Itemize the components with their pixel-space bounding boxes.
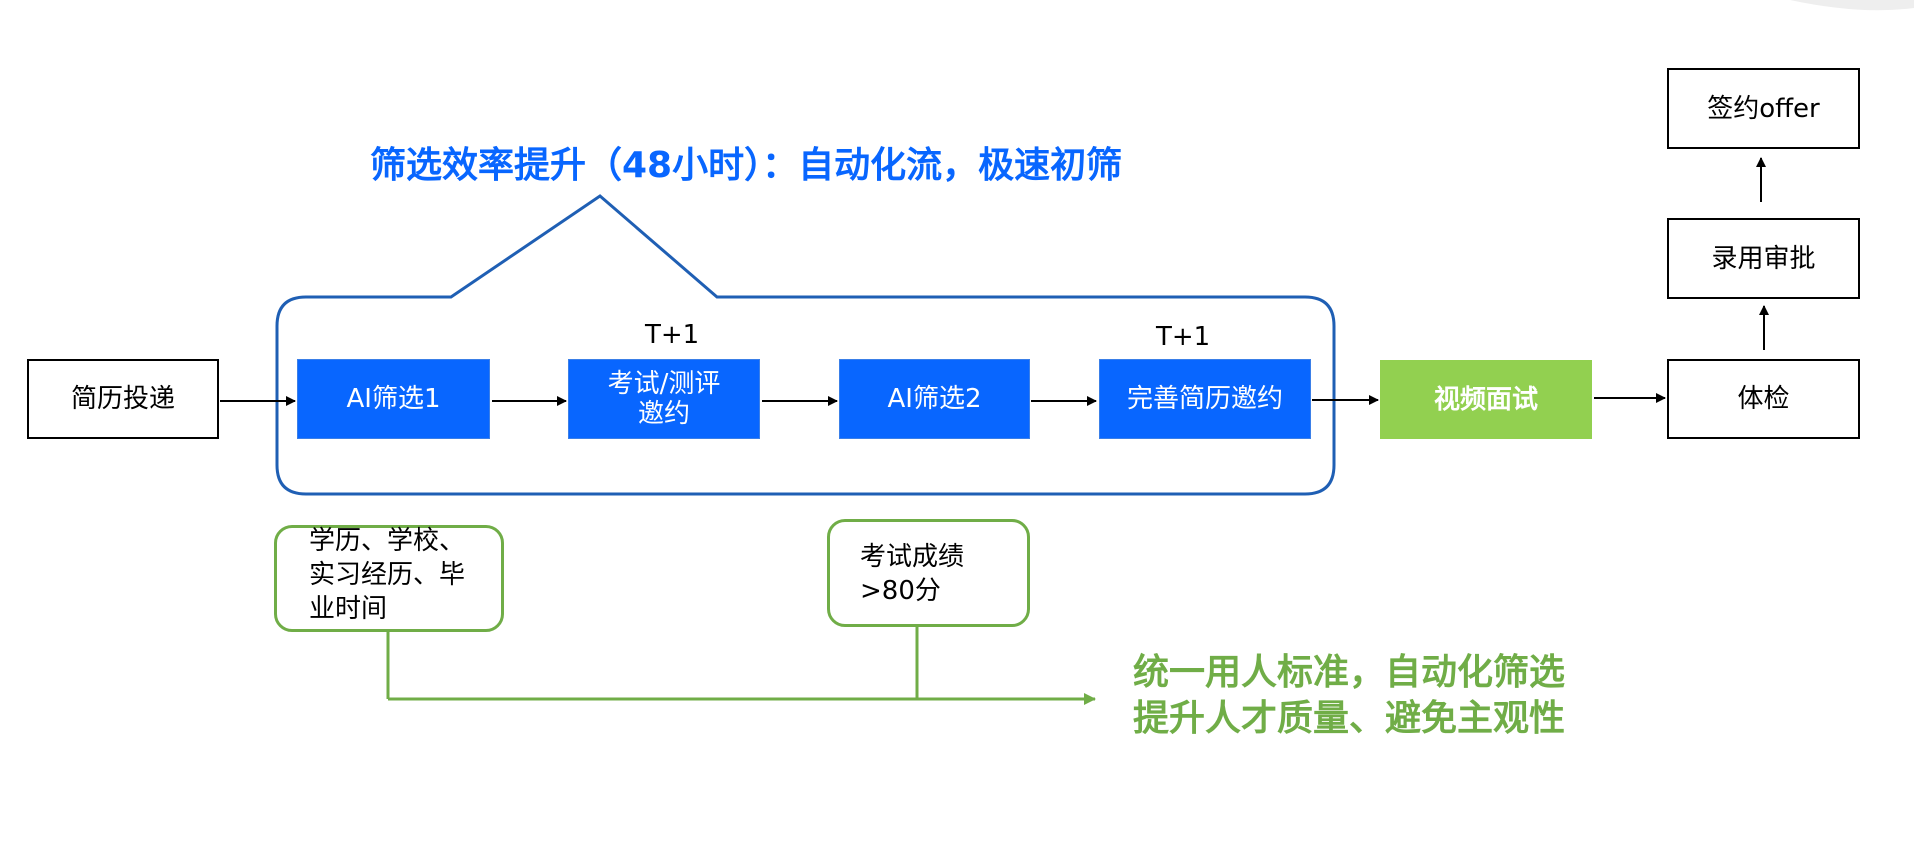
ai-screen-1-box: AI筛选1	[297, 359, 490, 439]
conclusion-line1: 统一用人标准，自动化筛选	[1133, 652, 1566, 693]
exam-invite-line2: 邀约	[637, 399, 690, 429]
exam-note-line2: >80分	[860, 576, 941, 606]
conclusion-line2: 提升人才质量、避免主观性	[1133, 698, 1566, 739]
complete-timing-label: T+1	[1156, 322, 1211, 352]
complete-resume-invite-box: 完善简历邀约	[1099, 359, 1311, 439]
criteria-note-line3: 业时间	[309, 594, 388, 624]
conclusion-text: 统一用人标准，自动化筛选 提升人才质量、避免主观性	[1133, 650, 1565, 742]
resume-submit-box: 简历投递	[27, 359, 219, 439]
exam-note-line1: 考试成绩	[860, 542, 965, 572]
ai-screen-2-criteria-note: 考试成绩 >80分	[827, 519, 1030, 627]
corner-shadow	[1790, 0, 1914, 11]
headline: 筛选效率提升（48小时）：自动化流，极速初筛	[370, 145, 1123, 186]
sign-offer-box: 签约offer	[1667, 68, 1860, 149]
exam-invite-box: 考试/测评 邀约	[568, 359, 760, 439]
criteria-note-line2: 实习经历、毕	[309, 560, 466, 590]
screening-callout-outline	[275, 194, 1336, 496]
hiring-approval-box: 录用审批	[1667, 218, 1860, 299]
medical-check-box: 体检	[1667, 359, 1860, 439]
exam-invite-line1: 考试/测评	[607, 369, 721, 399]
criteria-note-line1: 学历、学校、	[309, 526, 466, 556]
exam-timing-label: T+1	[645, 320, 700, 350]
video-interview-box: 视频面试	[1380, 360, 1592, 439]
ai-screen-1-criteria-note: 学历、学校、 实习经历、毕 业时间	[274, 525, 504, 632]
ai-screen-2-box: AI筛选2	[839, 359, 1030, 439]
